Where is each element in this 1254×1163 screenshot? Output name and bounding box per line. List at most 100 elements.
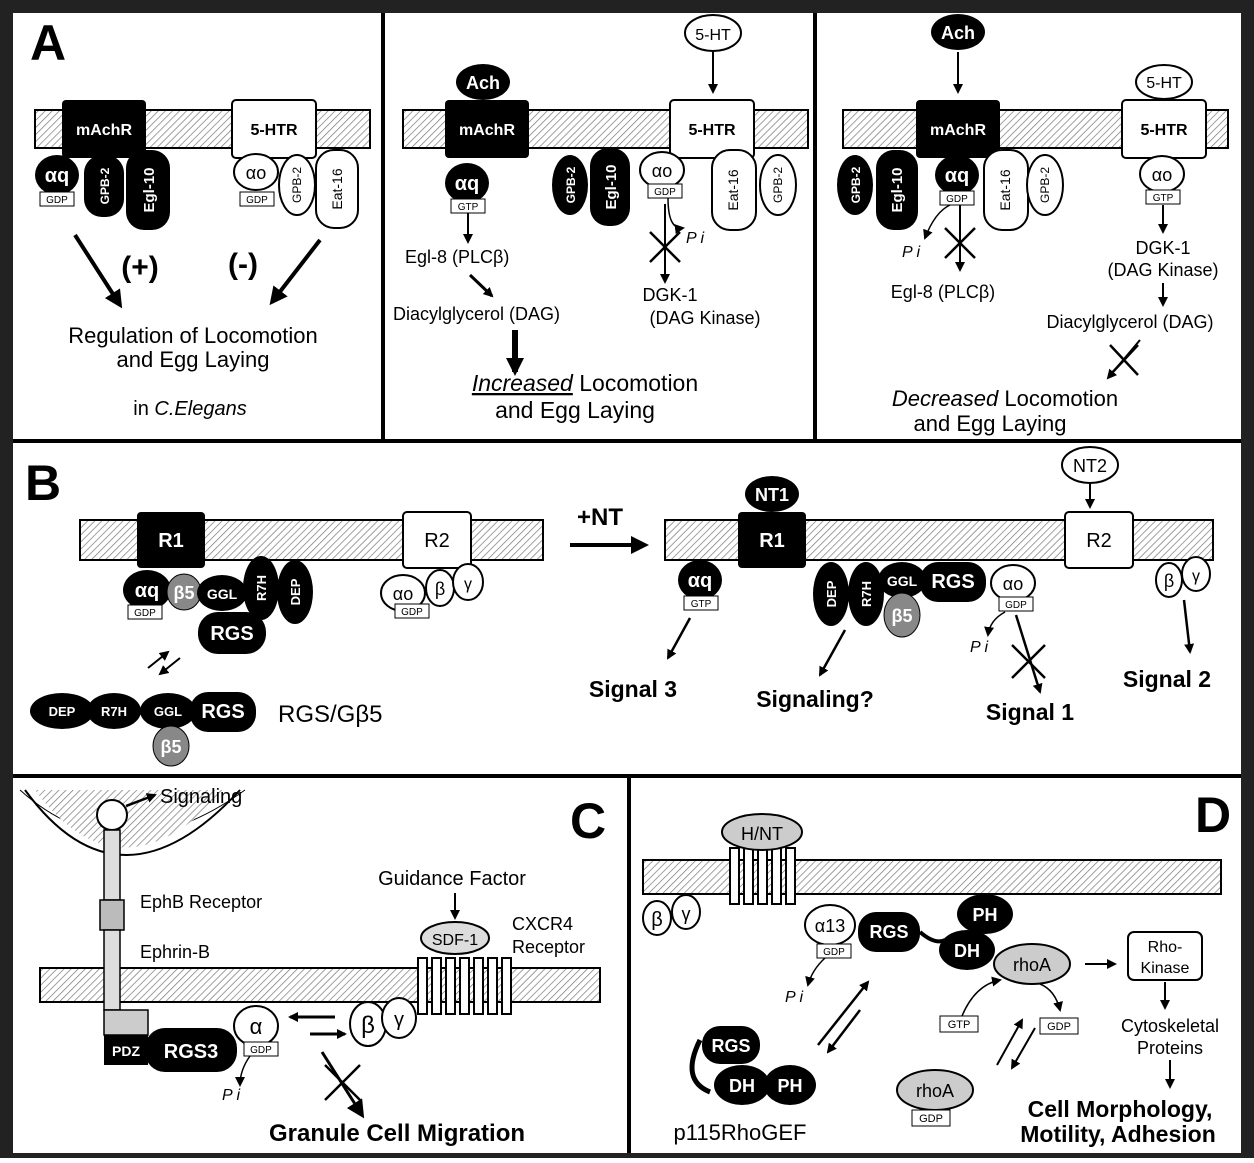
rgs-domain (858, 912, 920, 952)
svg-text:GDP: GDP (919, 1113, 943, 1125)
rgs-domain (198, 612, 266, 654)
svg-text:γ: γ (1192, 568, 1200, 585)
svg-text:GDP: GDP (250, 1045, 272, 1056)
ggl-domain (878, 562, 926, 598)
svg-text:Egl-8 (PLCβ): Egl-8 (PLCβ) (405, 247, 509, 267)
svg-text:Receptor: Receptor (512, 937, 585, 957)
alpha-q (35, 155, 79, 195)
panel-d-letter: D (1195, 787, 1231, 843)
svg-text:Ach: Ach (941, 23, 975, 43)
svg-text:γ: γ (464, 576, 472, 593)
svg-text:DGK-1: DGK-1 (642, 285, 697, 305)
svg-text:GDP: GDP (654, 187, 676, 198)
svg-text:Signal 2: Signal 2 (1123, 666, 1211, 692)
svg-text:GDP: GDP (823, 947, 845, 958)
svg-text:Granule Cell Migration: Granule Cell Migration (269, 1120, 525, 1147)
gamma-subunit (1181, 556, 1211, 592)
inhibition-mark (1109, 344, 1139, 376)
svg-text:PH: PH (972, 905, 997, 925)
svg-text:R1: R1 (158, 530, 184, 552)
svg-text:Motility, Adhesion: Motility, Adhesion (1020, 1121, 1216, 1147)
panel-c-letter: C (570, 793, 606, 849)
svg-text:αo: αo (246, 163, 266, 183)
ach-ligand (456, 64, 510, 100)
svg-text:GTP: GTP (948, 1019, 971, 1031)
svg-text:and Egg Laying: and Egg Laying (495, 397, 655, 423)
svg-text:Decreased Locomotion: Decreased Locomotion (892, 386, 1118, 411)
svg-text:Guidance Factor: Guidance Factor (378, 868, 526, 890)
svg-text:PDZ: PDZ (112, 1043, 140, 1059)
gamma-subunit (381, 997, 417, 1039)
svg-text:GDP: GDP (134, 608, 156, 619)
svg-text:CXCR4: CXCR4 (512, 914, 573, 934)
panel-c: C Signaling EphB Receptor Ephrin-B PDZ R… (19, 786, 606, 1147)
svg-text:β: β (651, 909, 663, 931)
svg-text:DH: DH (954, 941, 980, 961)
svg-text:p115RhoGEF: p115RhoGEF (674, 1120, 807, 1145)
r1-receptor (738, 512, 806, 568)
svg-text:mAchR: mAchR (459, 122, 515, 139)
svg-text:α13: α13 (815, 916, 845, 936)
membrane (39, 967, 601, 1003)
rgs-gb5-complex: DEP R7H GGL RGS β5 (30, 692, 256, 767)
alpha-q (935, 155, 979, 195)
svg-text:RGS: RGS (210, 623, 253, 645)
egl10-protein (876, 150, 918, 230)
panel-b: B R1 R2 αq GDP β5 GGL R7H DEP RGS αo GDP… (25, 446, 1214, 767)
svg-text:γ: γ (394, 1009, 404, 1031)
beta-subunit (642, 900, 672, 936)
svg-text:(+): (+) (121, 251, 159, 284)
svg-text:5-HT: 5-HT (1146, 75, 1182, 92)
svg-text:(-): (-) (228, 248, 258, 281)
svg-text:PH: PH (777, 1076, 802, 1096)
svg-text:Rho-: Rho- (1148, 939, 1183, 956)
gpb2-subunit (1026, 154, 1064, 216)
svg-text:P i: P i (970, 639, 989, 656)
5-HTR-receptor: 5-HTR (231, 99, 317, 159)
panel-a-letter: A (30, 15, 66, 71)
svg-text:GPB-2: GPB-2 (98, 167, 112, 204)
svg-text:DEP: DEP (49, 704, 76, 719)
pdz-domain (104, 1035, 148, 1065)
svg-text:GPB-2: GPB-2 (564, 166, 578, 203)
svg-text:H/NT: H/NT (741, 824, 783, 844)
eat16-protein (711, 149, 757, 231)
svg-text:Egl-8 (PLCβ): Egl-8 (PLCβ) (891, 282, 995, 302)
svg-text:β: β (361, 1012, 375, 1039)
svg-text:DEP: DEP (824, 580, 839, 607)
svg-text:GTP: GTP (458, 202, 479, 213)
svg-text:DGK-1: DGK-1 (1135, 238, 1190, 258)
dep-domain (277, 560, 313, 624)
svg-text:RGS: RGS (931, 571, 974, 593)
svg-text:R2: R2 (424, 530, 450, 552)
panel-a-sub3: Ach 5-HT mAchR 5-HTR GPB-2 Egl-10 αq GDP… (837, 14, 1229, 436)
svg-text:rhoA: rhoA (1013, 955, 1051, 975)
svg-text:+NT: +NT (577, 504, 623, 531)
svg-text:αo: αo (393, 584, 413, 604)
svg-text:RGS: RGS (201, 701, 244, 723)
svg-text:Ach: Ach (466, 73, 500, 93)
svg-text:R7H: R7H (101, 704, 127, 719)
svg-text:NT2: NT2 (1073, 456, 1107, 476)
panel-borders (13, 13, 1241, 1153)
gamma-subunit (452, 563, 484, 601)
svg-text:GPB-2: GPB-2 (771, 167, 785, 203)
svg-text:β5: β5 (161, 737, 182, 757)
rgs-domain (920, 562, 986, 602)
svg-text:α: α (250, 1014, 263, 1039)
egl10-protein (126, 150, 170, 230)
svg-text:Signaling?: Signaling? (756, 686, 874, 712)
svg-text:5-HTR: 5-HTR (250, 122, 298, 139)
svg-text:GDP: GDP (246, 195, 268, 206)
svg-text:β: β (1164, 571, 1174, 591)
svg-text:αq: αq (455, 173, 480, 195)
cxcr4-receptor (417, 957, 512, 1015)
rho-kinase (1127, 931, 1203, 981)
panel-d: D H/NT β γ α13 GDP P i RGS PH DH rhoA Rh… (642, 787, 1231, 1147)
svg-text:5-HTR: 5-HTR (688, 122, 736, 139)
ph-domain (957, 894, 1013, 934)
panel-b-letter: B (25, 455, 61, 511)
svg-text:5-HT: 5-HT (695, 27, 731, 44)
dh-domain (939, 930, 995, 970)
svg-text:GGL: GGL (207, 586, 238, 602)
